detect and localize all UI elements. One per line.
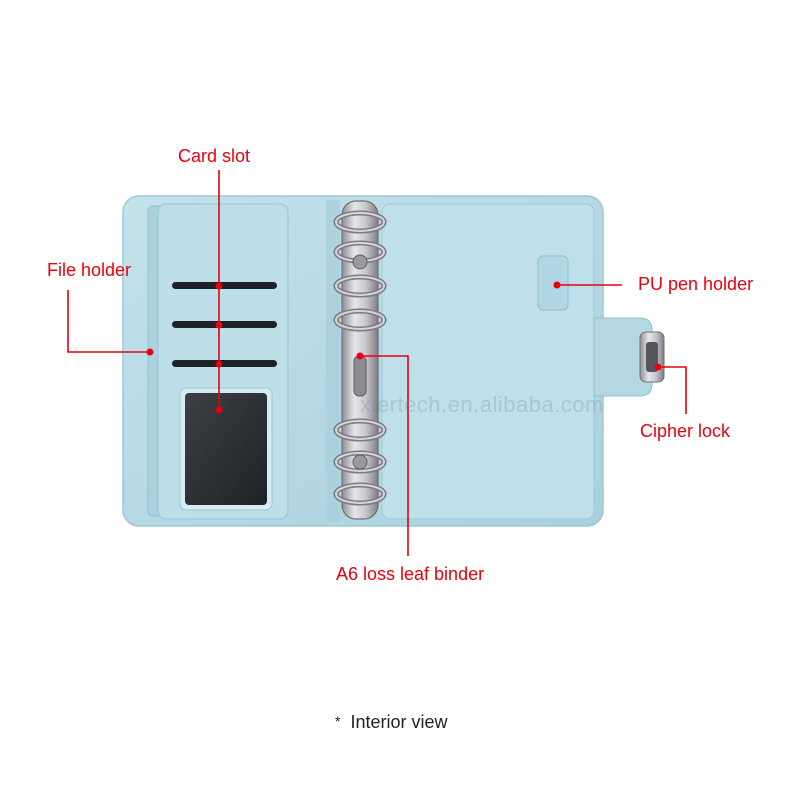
caption-text: Interior view: [350, 712, 448, 732]
pen-holder-strap: [537, 255, 569, 311]
caption: * Interior view: [335, 712, 447, 733]
label-binder: A6 loss leaf binder: [336, 564, 485, 584]
closure-tab: [593, 317, 653, 397]
caption-marker: *: [335, 713, 341, 729]
binder-rivet: [352, 254, 368, 270]
card-slot-opening: [172, 321, 277, 328]
right-panel: [381, 203, 595, 520]
annotation-leaders: [67, 170, 687, 556]
label-pu-pen-holder: PU pen holder: [638, 274, 754, 294]
card-slot-opening: [172, 360, 277, 367]
card-slot-opening: [172, 282, 277, 289]
label-cipher-lock: Cipher lock: [640, 421, 731, 441]
label-card-slot: Card slot: [178, 146, 251, 166]
annotation-dots: [146, 281, 662, 414]
id-window-glass: [185, 393, 267, 505]
label-file-holder: File holder: [47, 260, 132, 280]
watermark-text: xiertech.en.alibaba.com: [360, 392, 604, 417]
binder-rivet: [352, 454, 368, 470]
